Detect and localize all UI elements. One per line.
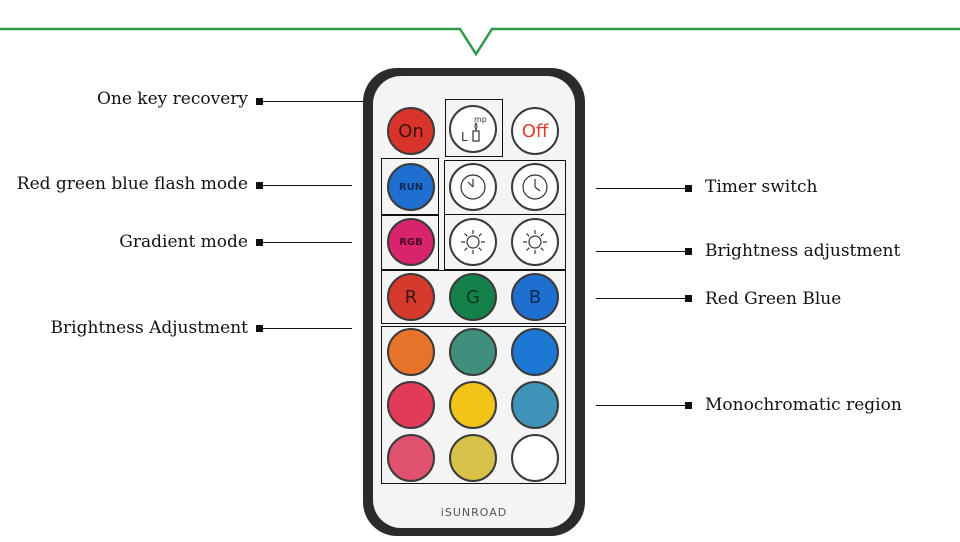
off-button-label: Off — [521, 120, 549, 142]
run-button[interactable]: RUN — [387, 163, 435, 211]
clock-icon — [522, 174, 548, 200]
color-button-blue[interactable] — [511, 328, 559, 376]
red-button[interactable]: R — [387, 273, 435, 321]
on-button-label: On — [398, 120, 424, 142]
header-divider — [0, 27, 960, 57]
connector-line — [596, 298, 686, 299]
off-button[interactable]: Off — [511, 107, 559, 155]
brightness-down-button[interactable] — [449, 218, 497, 266]
connector-line — [260, 185, 352, 186]
green-button[interactable]: G — [449, 273, 497, 321]
connector-line — [260, 328, 352, 329]
highlight-box-rgb-row — [381, 270, 566, 324]
color-button-orange[interactable] — [387, 328, 435, 376]
color-button-olive-yellow[interactable] — [449, 434, 497, 482]
highlight-box-run — [381, 158, 439, 216]
color-button-steel-blue[interactable] — [511, 381, 559, 429]
color-button-pink[interactable] — [387, 434, 435, 482]
bullet — [685, 248, 692, 255]
color-button-white[interactable] — [511, 434, 559, 482]
highlight-box-rgb — [381, 214, 439, 270]
blue-button[interactable]: B — [511, 273, 559, 321]
highlight-box-recovery — [445, 99, 503, 157]
run-button-label: RUN — [398, 181, 424, 193]
bullet — [256, 239, 263, 246]
on-button[interactable]: On — [387, 107, 435, 155]
connector-line — [260, 101, 447, 102]
label-monochromatic-region: Monochromatic region — [705, 395, 902, 415]
label-gradient-mode: Gradient mode — [119, 232, 248, 252]
color-button-teal[interactable] — [449, 328, 497, 376]
highlight-box-monochromatic — [381, 326, 566, 484]
bullet — [685, 295, 692, 302]
color-button-pink-red[interactable] — [387, 381, 435, 429]
clock-icon — [460, 174, 486, 200]
rgb-button-label: RGB — [399, 236, 423, 248]
label-brightness-adjustment-left: Brightness Adjustment — [50, 318, 248, 338]
bullet — [685, 185, 692, 192]
connector-line — [596, 405, 686, 406]
brand-logo: iSUNROAD — [440, 506, 508, 519]
svg-text:mp: mp — [474, 115, 487, 124]
red-button-label: R — [404, 286, 418, 308]
color-button-yellow[interactable] — [449, 381, 497, 429]
rgb-gradient-button[interactable]: RGB — [387, 218, 435, 266]
sun-icon — [523, 230, 547, 254]
timer-button-1[interactable] — [449, 163, 497, 211]
label-one-key-recovery: One key recovery — [96, 89, 248, 109]
connector-line — [596, 188, 686, 189]
bullet — [256, 98, 263, 105]
bullet — [256, 325, 263, 332]
label-brightness-adjustment-right: Brightness adjustment — [705, 241, 901, 261]
candle-mode-button[interactable]: mp L — [449, 105, 497, 153]
blue-button-label: B — [528, 286, 542, 308]
label-rgb-flash-mode: Red green blue flash mode — [16, 174, 248, 194]
green-button-label: G — [466, 286, 480, 308]
bullet — [256, 182, 263, 189]
svg-text:L: L — [461, 130, 468, 144]
highlight-box-brightness — [444, 214, 566, 270]
label-timer-switch: Timer switch — [705, 177, 818, 197]
sun-icon — [461, 230, 485, 254]
candle-icon: mp L — [461, 115, 487, 144]
label-red-green-blue: Red Green Blue — [705, 289, 842, 309]
bullet — [685, 402, 692, 409]
timer-button-2[interactable] — [511, 163, 559, 211]
brightness-up-button[interactable] — [511, 218, 559, 266]
connector-line — [260, 242, 352, 243]
connector-line — [596, 251, 686, 252]
